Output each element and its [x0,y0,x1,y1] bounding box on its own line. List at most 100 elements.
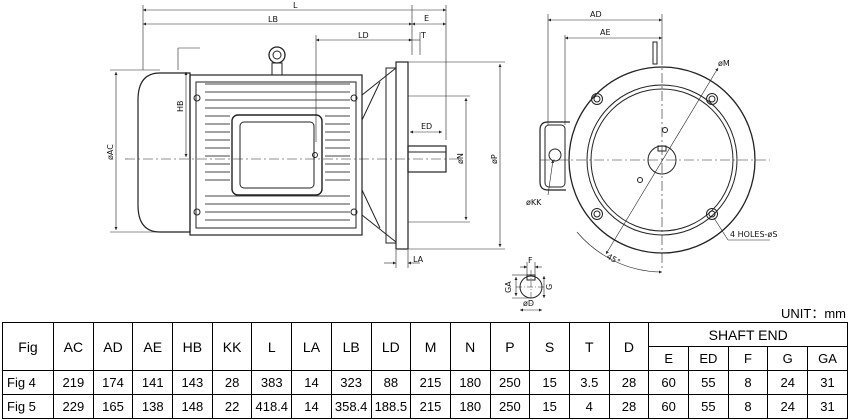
header-cell: LB [330,322,372,371]
header-cell: AC [53,322,94,371]
header-cell: LD [370,322,412,371]
keyway-labels: F GA G øD [504,256,554,308]
table-cell: 8 [727,370,769,395]
header-cell: N [449,322,491,371]
table-cell: 31 [807,394,848,419]
front-view-labels: AD AE øM øKK 4 HOLES-øS 45° [526,10,777,267]
header-cell: ED [688,346,729,371]
table-cell: 418.4 [251,394,293,419]
table-cell: 8 [727,394,769,419]
terminal-box-side [539,121,570,191]
header-cell: T [568,322,610,371]
table-cell: 55 [688,394,729,419]
header-cell: S [529,322,570,371]
table-cell: 55 [688,370,729,395]
table-cell: Fig 5 [2,394,54,419]
keyway-dimensions [512,262,546,312]
table-cell: 141 [132,370,174,395]
table-cell: 188.5 [370,394,412,419]
label-angle: 45° [605,252,622,267]
header-cell: L [251,322,293,371]
table-cell: 28 [608,370,650,395]
label-ED: ED [421,122,432,131]
table-cell: 148 [172,394,213,419]
table-header-row: Fig AC AD AE HB KK L LA LB LD M N P S T … [2,322,848,371]
side-view [125,46,460,250]
label-T: T [420,31,426,40]
table-cell: 143 [172,370,213,395]
cooling-fins [205,83,350,221]
fan-cover [137,72,191,233]
motor-dimension-drawing: L LB E LD T HB øAC ED øN øP LA [106,1,777,312]
label-AD: AD [590,10,602,19]
table-cell: 14 [291,394,332,419]
table-cell: 180 [449,370,491,395]
eye-bolt-icon [268,46,286,64]
table-subheader-row: E ED F G GA [3,346,848,371]
unit-label: UNIT：mm [781,306,846,321]
label-N: øN [456,153,465,164]
header-cell: AE [132,322,174,371]
label-D: øD [523,299,534,308]
table-cell: 215 [410,370,451,395]
label-G: G [545,284,554,290]
mounting-holes [591,93,718,220]
label-L: L [293,1,298,10]
label-KK: øKK [526,198,542,207]
header-fig: Fig [2,322,54,371]
label-LA: LA [413,255,424,264]
label-holes: 4 HOLES-øS [730,230,777,239]
header-cell: AD [92,322,134,371]
table-row: Fig 5 229 165 138 148 22 418.4 14 358.4 … [2,394,848,419]
table-cell: 28 [608,394,650,419]
table-cell: 219 [53,370,94,395]
label-P: øP [490,154,499,164]
table-cell: 215 [410,394,451,419]
table-cell: 24 [767,394,809,419]
front-view-dimensions [547,14,770,274]
table-cell: 22 [211,394,253,419]
table-cell: 28 [211,370,253,395]
header-cell: P [489,322,531,371]
table-cell: 358.4 [330,394,372,419]
label-E: E [424,14,429,23]
label-HB: HB [176,100,185,112]
label-LB: LB [268,15,278,24]
terminal-box [231,114,323,196]
table-cell: 174 [92,370,134,395]
table-cell: 323 [330,370,372,395]
table-cell: 250 [489,394,531,419]
table-cell: 24 [767,370,809,395]
label-GA: GA [504,281,513,293]
side-view-dimensions [110,5,505,268]
header-cell: GA [807,346,848,371]
table-row: Fig 4 219 174 141 143 28 383 14 323 88 2… [2,370,848,395]
header-cell: LA [291,322,332,371]
header-cell: KK [211,322,253,371]
table-cell: 229 [53,394,94,419]
table-cell: 250 [489,370,531,395]
table-cell: 88 [370,370,412,395]
header-cell: HB [172,322,213,371]
table-cell: 3.5 [568,370,610,395]
table-cell: 14 [291,370,332,395]
header-cell: E [648,346,689,371]
header-cell: F [727,346,769,371]
table-cell: 60 [648,370,689,395]
header-cell: M [410,322,451,371]
header-cell: D [608,322,650,371]
label-AE: AE [600,28,611,37]
table-cell: 31 [807,370,848,395]
table-cell: 180 [449,394,491,419]
label-AC: øAC [106,144,115,160]
label-F: F [528,256,533,265]
label-LD: LD [358,31,369,40]
table-cell: 15 [529,394,570,419]
dimension-table: Fig AC AD AE HB KK L LA LB LD M N P S T … [2,322,848,419]
table-cell: 383 [251,370,293,395]
table-cell: 4 [568,394,610,419]
table-cell: 15 [529,370,570,395]
table-cell: 60 [648,394,689,419]
table-cell: Fig 4 [2,370,54,395]
table-cell: 165 [92,394,134,419]
